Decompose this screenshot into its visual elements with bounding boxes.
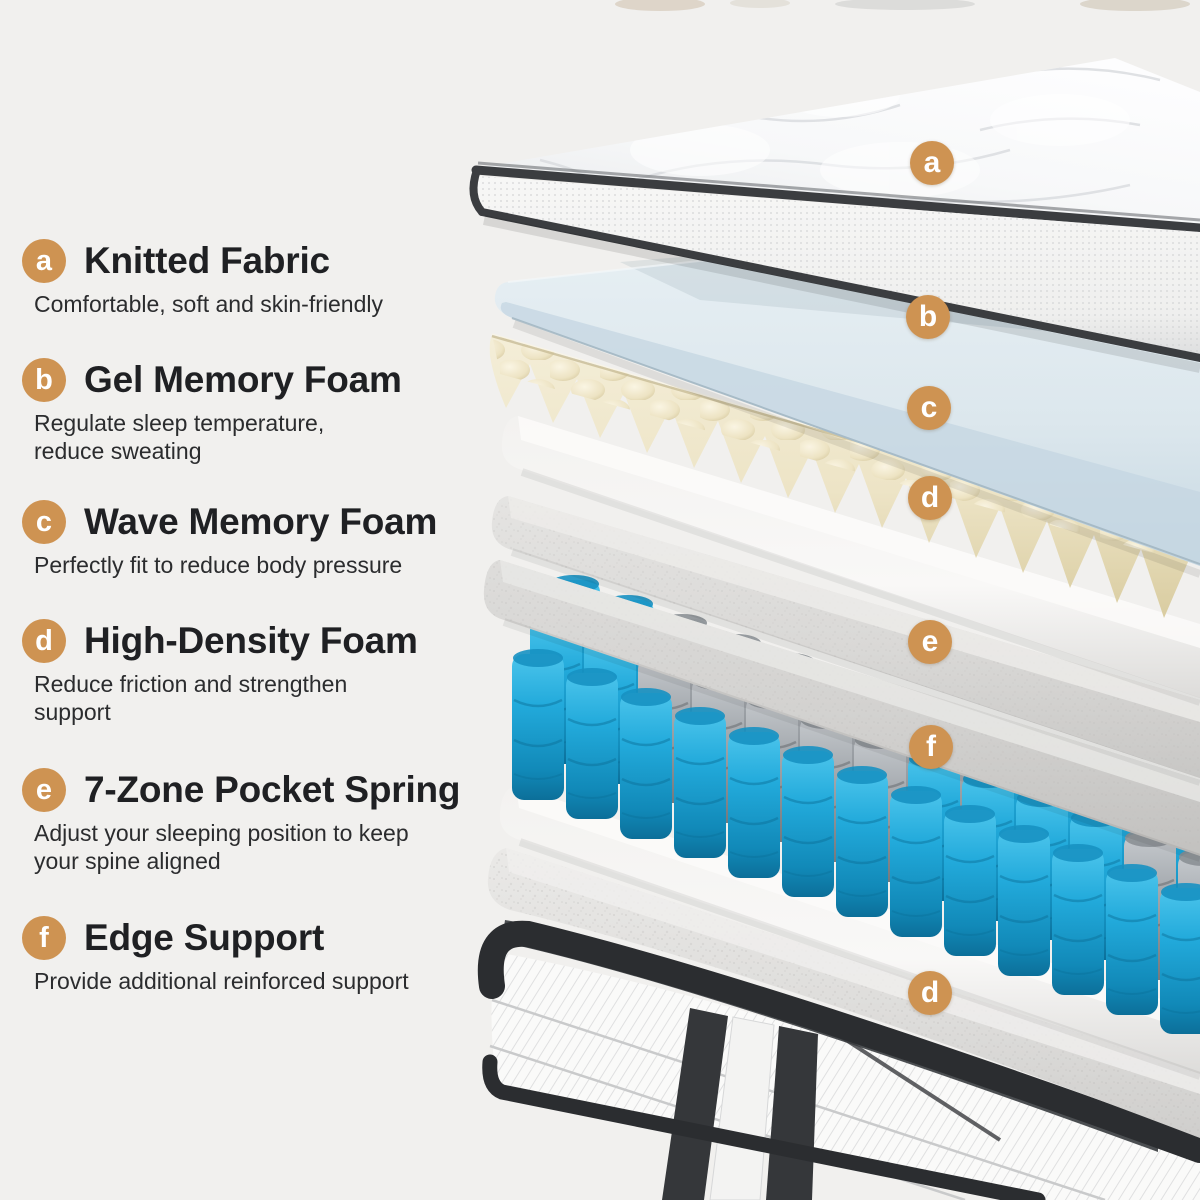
- feature-description: Adjust your sleeping position to keep yo…: [34, 820, 409, 875]
- feature-title-knitted-fabric: Knitted Fabric: [84, 240, 330, 281]
- feature-title-high-density-foam: High-Density Foam: [84, 620, 418, 661]
- layer-knitted-fabric-mattress: [469, 58, 1200, 373]
- feature-badge-f: f: [22, 916, 66, 961]
- feature-description: Reduce friction and strengthen support: [34, 671, 348, 726]
- feature-description: Provide additional reinforced support: [34, 968, 409, 995]
- feature-pocket-spring: e 7-Zone Pocket Spring Adjust your sleep…: [22, 768, 461, 875]
- feature-description: Regulate sleep temperature, reduce sweat…: [34, 410, 325, 465]
- feature-title-gel-memory-foam: Gel Memory Foam: [84, 359, 402, 400]
- feature-wave-memory-foam: c Wave Memory Foam Perfectly fit to redu…: [22, 500, 437, 579]
- layer-high-density-foam-bottom: [487, 848, 1200, 1138]
- base-bottom-piping: [482, 1054, 1046, 1200]
- feature-high-density-foam: d High-Density Foam Reduce friction and …: [22, 619, 418, 726]
- feature-badge-d: d: [22, 619, 66, 664]
- feature-list: a Knitted Fabric Comfortable, soft and s…: [0, 0, 520, 1200]
- layer-edge-support-base: [477, 920, 1200, 1200]
- feature-badge-e: e: [22, 768, 66, 813]
- feature-title-pocket-spring: 7-Zone Pocket Spring: [84, 769, 461, 810]
- feature-badge-a: a: [22, 239, 66, 284]
- layer-grey-foam-b: [483, 560, 1200, 862]
- layer-white-foam-top: [501, 416, 1200, 706]
- feature-badge-c: c: [22, 500, 66, 545]
- feature-title-wave-memory-foam: Wave Memory Foam: [84, 501, 438, 542]
- feature-badge-b: b: [22, 358, 66, 403]
- base-rim-piping: [477, 920, 1200, 1163]
- top-edge-photo-fragments: [615, 0, 1190, 11]
- feature-description: Comfortable, soft and skin-friendly: [34, 291, 383, 318]
- feature-gel-memory-foam: b Gel Memory Foam Regulate sleep tempera…: [22, 358, 402, 465]
- base-strap-dark-left: [662, 1008, 728, 1200]
- layer-grey-foam-a: [491, 496, 1200, 786]
- feature-description: Perfectly fit to reduce body pressure: [34, 552, 403, 579]
- feature-title-edge-support: Edge Support: [84, 917, 325, 958]
- feature-knitted-fabric: a Knitted Fabric Comfortable, soft and s…: [22, 239, 383, 318]
- feature-edge-support: f Edge Support Provide additional reinfo…: [22, 916, 409, 995]
